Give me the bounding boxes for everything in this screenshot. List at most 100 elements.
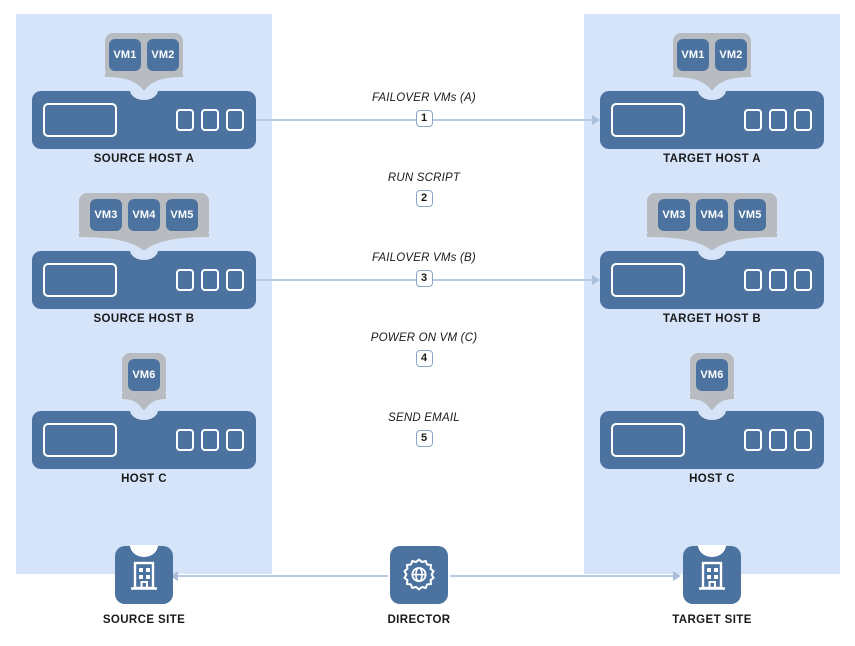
server-icon xyxy=(32,250,256,309)
vm-item[interactable]: VM1 xyxy=(677,39,709,71)
vm-item[interactable]: VM4 xyxy=(696,199,728,231)
vm-item[interactable]: VM4 xyxy=(128,199,160,231)
node-label: TARGET SITE xyxy=(672,614,752,626)
step-label: FAILOVER VMs (B) xyxy=(372,252,476,264)
host-bay xyxy=(201,269,219,291)
host-notch xyxy=(698,90,726,100)
host-bay xyxy=(744,429,762,451)
host-bay xyxy=(226,429,244,451)
vmgroup-items: VM1 VM2 xyxy=(105,33,183,77)
vm-item[interactable]: VM5 xyxy=(166,199,198,231)
step-badge: 3 xyxy=(415,270,433,287)
vmgroup-items: VM1 VM2 xyxy=(673,33,751,77)
server-icon xyxy=(32,90,256,149)
step-1: FAILOVER VMs (A) 1 xyxy=(344,92,504,127)
host-bay xyxy=(794,429,812,451)
step-badge: 4 xyxy=(415,350,433,367)
host-notch xyxy=(698,410,726,420)
host-bay xyxy=(226,109,244,131)
vmgroup-items: VM6 xyxy=(690,353,734,397)
host-label: SOURCE HOST B xyxy=(93,313,195,325)
vmgroup-tail xyxy=(673,73,751,91)
host-drive-bays xyxy=(744,269,812,291)
step-5: SEND EMAIL 5 xyxy=(344,412,504,447)
host-bay xyxy=(176,429,194,451)
host-bay xyxy=(176,269,194,291)
source-funnel-shape xyxy=(16,502,272,574)
host-label: HOST C xyxy=(121,473,167,485)
host-bay xyxy=(744,109,762,131)
host-notch xyxy=(698,250,726,260)
building-icon xyxy=(683,545,741,604)
source-site-node[interactable]: SOURCE SITE xyxy=(84,545,204,626)
step-badge: 2 xyxy=(415,190,433,207)
host-screen xyxy=(611,423,685,457)
step-3: FAILOVER VMs (B) 3 xyxy=(344,252,504,287)
step-label: RUN SCRIPT xyxy=(387,172,461,184)
vmgroup-items: VM3 VM4 VM5 xyxy=(79,193,209,237)
host-bay xyxy=(226,269,244,291)
host-label: TARGET HOST A xyxy=(663,153,761,165)
director-to-target-line xyxy=(450,575,675,577)
gear-globe-glyph xyxy=(403,558,435,591)
host-bay xyxy=(769,429,787,451)
host-bay xyxy=(769,269,787,291)
server-icon xyxy=(600,250,824,309)
vm-item[interactable]: VM3 xyxy=(658,199,690,231)
director-node[interactable]: DIRECTOR xyxy=(359,546,479,626)
vm-item[interactable]: VM6 xyxy=(696,359,728,391)
failover-a-arrowhead xyxy=(592,115,600,125)
vmgroup-tail xyxy=(647,233,777,251)
host-bay xyxy=(769,109,787,131)
host-bay xyxy=(794,109,812,131)
director-to-target-arrowhead xyxy=(673,571,681,581)
host-label: HOST C xyxy=(689,473,735,485)
host-notch xyxy=(130,90,158,100)
failover-b-arrowhead xyxy=(592,275,600,285)
step-label: SEND EMAIL xyxy=(388,412,460,424)
host-screen xyxy=(43,263,117,297)
vm-item[interactable]: VM6 xyxy=(128,359,160,391)
vm-item[interactable]: VM2 xyxy=(147,39,179,71)
building-icon xyxy=(115,545,173,604)
vm-item[interactable]: VM3 xyxy=(90,199,122,231)
host-drive-bays xyxy=(744,109,812,131)
step-badge: 1 xyxy=(415,110,433,127)
host-screen xyxy=(611,103,685,137)
step-label: POWER ON VM (C) xyxy=(370,332,478,344)
node-notch xyxy=(130,545,158,557)
target-funnel-shape xyxy=(584,502,840,574)
target-panel-funnel xyxy=(584,502,840,574)
vm-item[interactable]: VM2 xyxy=(715,39,747,71)
node-label: DIRECTOR xyxy=(387,614,451,626)
host-bay xyxy=(744,269,762,291)
source-panel-funnel xyxy=(16,502,272,574)
step-4: POWER ON VM (C) 4 xyxy=(344,332,504,367)
server-icon xyxy=(32,410,256,469)
host-bay xyxy=(794,269,812,291)
building-glyph xyxy=(131,561,157,590)
server-icon xyxy=(600,90,824,149)
vmgroup-tail xyxy=(690,393,734,411)
vm-item[interactable]: VM5 xyxy=(734,199,766,231)
host-label: TARGET HOST B xyxy=(662,313,762,325)
gear-globe-icon xyxy=(390,546,448,604)
vmgroup-items: VM3 VM4 VM5 xyxy=(647,193,777,237)
building-glyph xyxy=(699,561,725,590)
host-notch xyxy=(130,250,158,260)
vm-item[interactable]: VM1 xyxy=(109,39,141,71)
node-notch xyxy=(698,545,726,557)
vmgroup-items: VM6 xyxy=(122,353,166,397)
director-to-source-arrowhead xyxy=(170,571,178,581)
host-bay xyxy=(176,109,194,131)
host-screen xyxy=(43,423,117,457)
director-to-source-line xyxy=(176,575,388,577)
target-site-node[interactable]: TARGET SITE xyxy=(652,545,772,626)
host-drive-bays xyxy=(744,429,812,451)
host-bay xyxy=(201,429,219,451)
host-screen xyxy=(611,263,685,297)
step-2: RUN SCRIPT 2 xyxy=(344,172,504,207)
host-drive-bays xyxy=(176,109,244,131)
vmgroup-tail xyxy=(79,233,209,251)
